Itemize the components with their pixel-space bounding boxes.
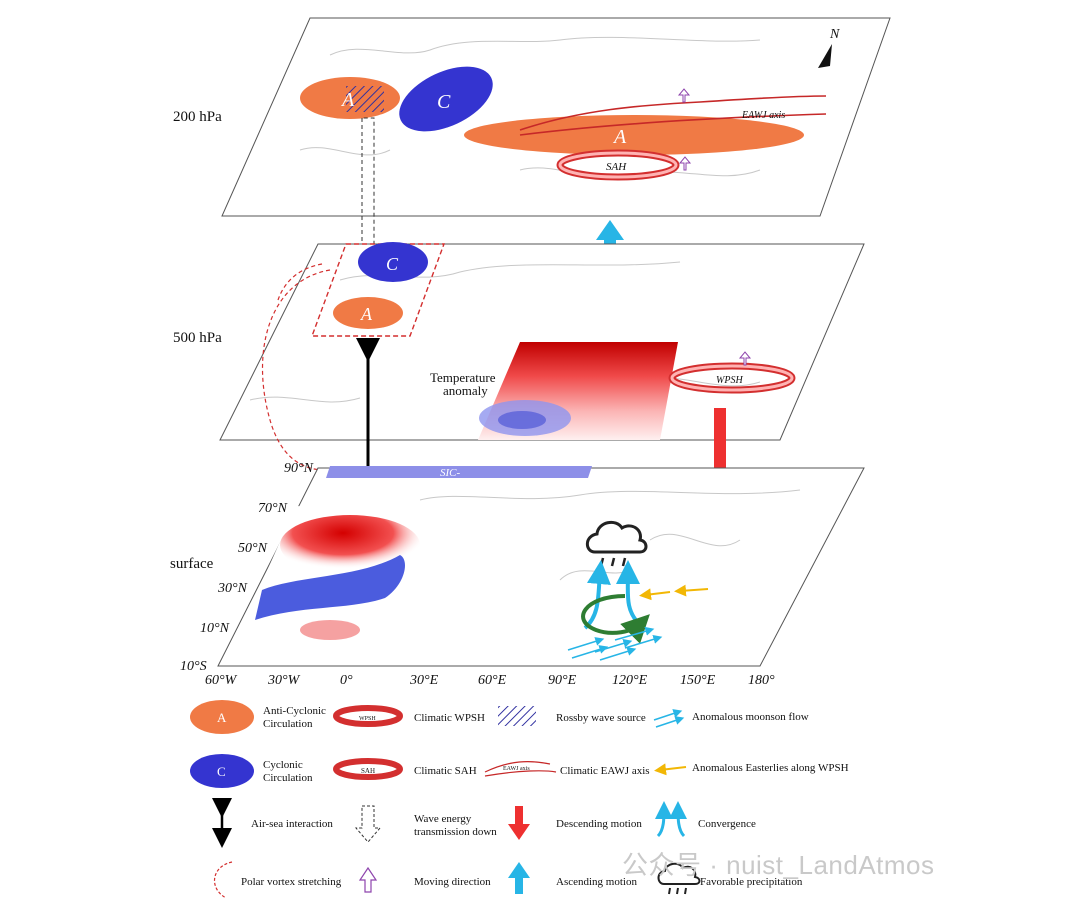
legend-monsoon-label: Anomalous moonson flow (692, 711, 809, 723)
legend-ascending-label: Ascending motion (556, 876, 637, 888)
legend-moving-direction-icon (358, 866, 378, 893)
level-label-200: 200 hPa (173, 109, 222, 125)
legend-cyclone-icon (190, 754, 254, 788)
wpsh-label: WPSH (716, 375, 743, 386)
anticyclone-200-europe-label: A (340, 89, 355, 111)
legend-eawj-icon (484, 761, 557, 777)
legend-convergence-icon (654, 801, 688, 838)
north-label: N (829, 27, 840, 42)
polar-vortex-stretching-curve-inner (277, 263, 323, 301)
wave-energy-transmission-arrow (355, 117, 381, 301)
lat-label-90n: 90°N (284, 461, 314, 476)
rossby-wave-source-area (346, 86, 384, 112)
cyclone-200 (399, 66, 493, 132)
lon-label-3: 30°E (409, 673, 439, 688)
dashed-box-500 (310, 243, 446, 337)
lon-label-4: 60°E (478, 673, 507, 688)
legend-monsoon-icon (653, 709, 685, 728)
legend-anticyclone-icon (190, 700, 254, 734)
lat-label-30n: 30°N (217, 581, 248, 596)
legend-anticyclone-symbol: A (217, 710, 227, 725)
legend-rossby-label: Rossby wave source (556, 712, 646, 724)
sah-label: SAH (606, 161, 627, 173)
legend-eawj-label: Climatic EAWJ axis (560, 765, 650, 777)
lon-label-1: 30°W (267, 673, 301, 688)
legend-easterlies-label: Anomalous Easterlies along WPSH (692, 762, 849, 774)
legend-precipitation-icon (657, 862, 701, 895)
sic-band (326, 466, 592, 478)
sst-warm-anomaly-south (300, 620, 360, 640)
legend-wave-energy-icon (354, 805, 382, 843)
lat-label-70n: 70°N (258, 501, 288, 516)
anticyclone-500-label: A (360, 304, 373, 324)
moving-direction-icon-sah (678, 156, 692, 171)
legend-convergence-label: Convergence (698, 818, 756, 830)
legend-eawj-symbol: EAWJ axis (503, 766, 530, 772)
cyclonic-circulation-green (581, 594, 650, 644)
legend-wpsh-symbol: WPSH (359, 716, 376, 722)
legend-wpsh-label: Climatic WPSH (414, 712, 485, 724)
layer-200hpa-plane (221, 17, 891, 217)
legend-precipitation-label: Favorable precipitation (700, 876, 803, 888)
lon-label-7: 150°E (680, 673, 716, 688)
sah-ring-inner (558, 151, 678, 179)
lon-label-8: 180° (748, 673, 775, 688)
layer-surface: surface SIC- 90°N 70°N 50°N 30°N 10°N 10… (170, 461, 865, 688)
legend-polar-vortex-label: Polar vortex stretching (241, 876, 342, 888)
lon-label-6: 120°E (612, 673, 648, 688)
easterlies-arrow-1 (674, 584, 709, 597)
level-label-500: 500 hPa (173, 330, 222, 346)
longitude-labels: 60°W 30°W 0° 30°E 60°E 90°E 120°E 150°E 180° (205, 673, 775, 688)
sst-cold-anomaly (255, 555, 405, 620)
moving-direction-icon-eawj (677, 88, 691, 103)
eawj-axis-label: EAWJ axis (741, 110, 785, 121)
legend-air-sea-label: Air-sea interaction (251, 818, 333, 830)
lon-label-0: 60°W (205, 673, 238, 688)
legend-ascending-icon (508, 862, 530, 894)
monsoon-flow-arrows (567, 626, 663, 661)
north-arrow-icon (818, 44, 832, 68)
moving-direction-icon-wpsh (738, 351, 752, 366)
legend-moving-direction-label: Moving direction (414, 876, 491, 888)
legend-easterlies-icon (654, 763, 687, 776)
anticyclone-200-asia-label: A (612, 126, 627, 148)
temperature-anomaly-cool-core (498, 411, 546, 429)
legend-cyclone-symbol: C (217, 764, 226, 779)
legend-sah-label: Climatic SAH (414, 765, 477, 777)
legend-sah-symbol: SAH (361, 767, 375, 775)
lat-label-10n: 10°N (200, 621, 230, 636)
cyclone-500-label: C (386, 254, 399, 274)
sic-label: SIC- (440, 467, 461, 479)
sst-warm-anomaly (280, 515, 420, 575)
lon-label-5: 90°E (548, 673, 577, 688)
level-label-surface: surface (170, 556, 214, 572)
watermark: 公众号 · nuist_LandAtmos (622, 850, 935, 880)
legend-descending-icon (508, 806, 530, 840)
lat-label-10s: 10°S (180, 659, 207, 674)
cyclone-500 (358, 242, 428, 282)
eawj-axis-line (519, 95, 827, 136)
easterlies-arrow-2 (639, 588, 671, 601)
lat-label-50n: 50°N (238, 541, 268, 556)
coastline-200 (299, 36, 761, 180)
lon-label-2: 0° (340, 673, 353, 688)
anticyclone-200-asia (464, 115, 804, 155)
layer-200hpa: 200 hPa N A C A EAWJ axis SAH (173, 17, 891, 217)
legend-polar-vortex-icon (214, 861, 233, 899)
legend-descending-label: Descending motion (556, 818, 642, 830)
legend-rossby-icon (498, 706, 536, 726)
legend-sah-icon (333, 758, 403, 780)
anticyclone-500 (333, 297, 403, 329)
cyclone-200-label: C (437, 91, 451, 113)
legend-wpsh-icon (333, 705, 403, 727)
polar-vortex-stretching-curve (261, 269, 331, 471)
wpsh-ring-inner (670, 364, 794, 392)
